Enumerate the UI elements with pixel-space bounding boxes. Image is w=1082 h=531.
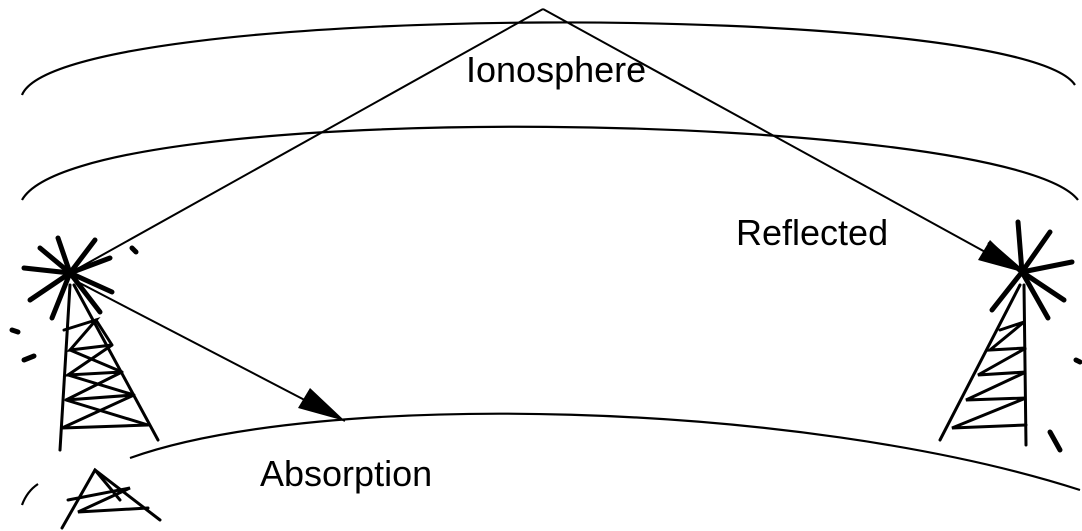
receiver-tower-icon xyxy=(938,219,1082,453)
ground-surface-arc xyxy=(129,412,1081,492)
absorption-arrowhead xyxy=(298,388,345,421)
reflected-ray-up xyxy=(69,8,544,274)
lower-tower-icon xyxy=(60,467,162,530)
reflected-ray-down xyxy=(542,8,1019,271)
reflected-label: Reflected xyxy=(736,212,888,253)
ionosphere-outer-arc xyxy=(20,21,1076,96)
absorption-label: Absorption xyxy=(260,453,432,494)
ground-left-stub-arc xyxy=(20,483,39,506)
ionosphere-inner-arc xyxy=(21,125,1079,201)
transmitter-tower-icon xyxy=(9,235,160,452)
absorption-ray xyxy=(73,279,346,422)
ionosphere-label: Ionosphere xyxy=(466,49,646,90)
